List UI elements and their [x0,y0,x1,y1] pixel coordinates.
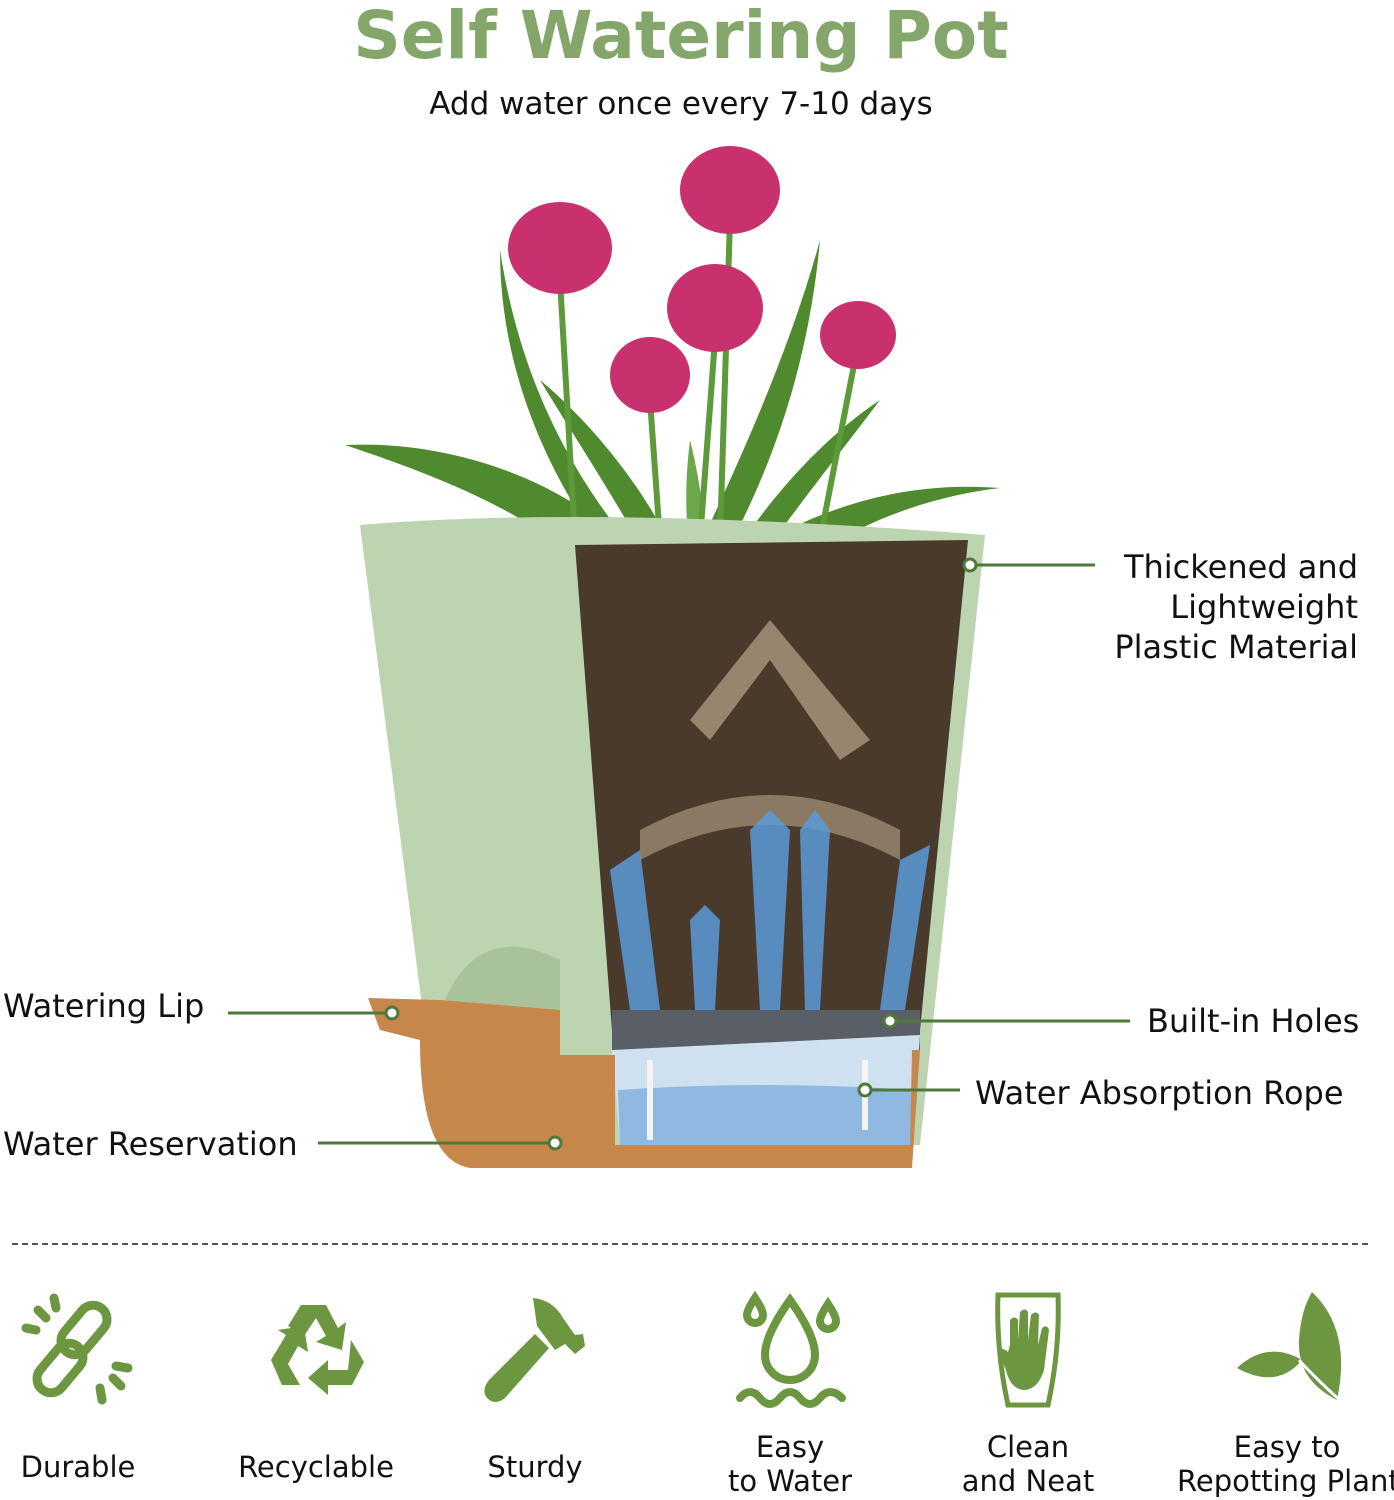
callout-holes: Built-in Holes [1147,1002,1360,1040]
feature-label: Clean [986,1430,1070,1464]
feature-easy-water: Easy to Water [680,1290,900,1498]
feature-label: Durable [20,1450,136,1484]
feature-clean: Clean and Neat [918,1290,1138,1498]
feature-recyclable: Recyclable [206,1290,426,1484]
pot-illustration [228,146,1130,1168]
hand-icon [995,1292,1061,1408]
callout-reservation: Water Reservation [3,1125,298,1163]
feature-label: to Water [727,1464,853,1498]
callout-material: Thickened and Lightweight Plastic Materi… [1040,547,1358,667]
feature-repotting: Easy to Repotting Plant [1177,1290,1394,1498]
feature-label: Easy to [1233,1430,1341,1464]
feature-sturdy: Sturdy [425,1290,645,1484]
recycle-icon [271,1305,364,1395]
pot-cutaway-soil [575,540,968,1030]
page-title: Self Watering Pot [353,0,1009,74]
feature-durable: Durable [0,1290,188,1484]
callout-lip: Watering Lip [3,987,205,1025]
callout-lines [228,563,1130,1145]
hammer-icon [484,1298,585,1402]
page-subtitle: Add water once every 7-10 days [429,86,933,122]
water-arrows [610,810,930,1010]
feature-label: Easy [755,1430,825,1464]
feature-label: Sturdy [487,1450,583,1484]
feature-label: and Neat [961,1464,1095,1498]
callout-material-line: Lightweight [1170,588,1358,626]
dashed-divider [12,1243,1368,1245]
water-reservoir [368,998,615,1168]
feature-label: Recyclable [238,1450,394,1484]
leaf-icon [1237,1292,1343,1404]
tulip-flowers [508,146,896,413]
water-drop-icon [736,1290,846,1408]
callout-rope: Water Absorption Rope [975,1074,1344,1112]
callout-material-line: Thickened and [1123,548,1358,586]
callout-material-line: Plastic Material [1114,628,1358,666]
feature-label: Repotting Plant [1177,1464,1394,1498]
broken-chain-icon [21,1293,133,1405]
